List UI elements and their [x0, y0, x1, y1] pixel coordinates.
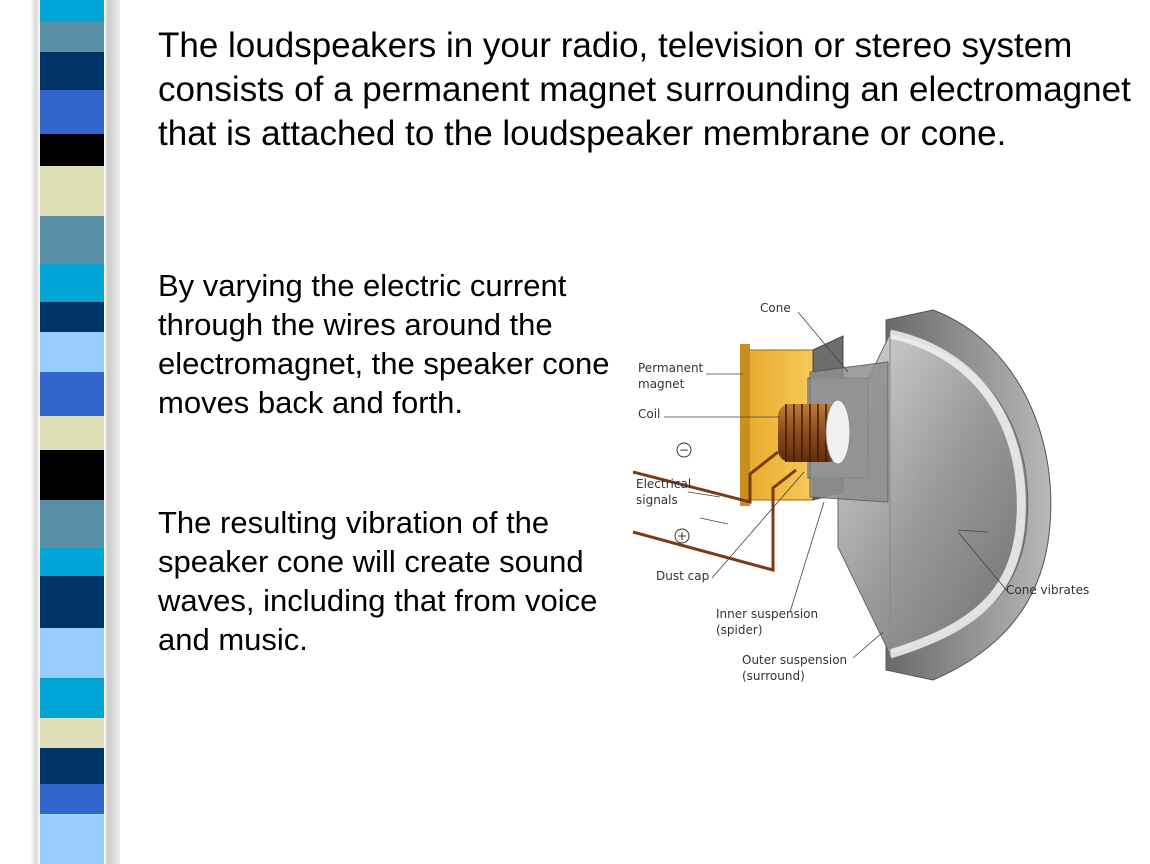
bar-segment — [40, 332, 104, 372]
bar-segment — [40, 628, 104, 678]
label-dust-cap: Dust cap — [656, 569, 709, 583]
intro-paragraph: The loudspeakers in your radio, televisi… — [158, 26, 1131, 153]
label-cone-vibrates: Cone vibrates — [1006, 583, 1089, 597]
bar-segment — [40, 450, 104, 500]
voice-coil — [778, 404, 840, 462]
label-permanent-magnet: Permanent — [638, 361, 704, 375]
bar-segment — [40, 134, 104, 166]
label-permanent-magnet-2: magnet — [638, 377, 685, 391]
label-cone: Cone — [760, 301, 791, 315]
label-inner-suspension-2: (spider) — [716, 623, 763, 637]
bar-segment — [40, 678, 104, 718]
negative-terminal-icon — [676, 442, 692, 458]
label-inner-suspension: Inner suspension — [716, 607, 818, 621]
bar-segment — [40, 548, 104, 576]
minus-label: − — [679, 443, 689, 457]
paragraph-vibration: The resulting vibration of the speaker c… — [158, 505, 598, 657]
label-electrical-signals-2: signals — [636, 493, 678, 507]
positive-terminal-icon — [674, 528, 690, 544]
loudspeaker-diagram: − + Cone Permanent magnet Coil Electrica… — [632, 301, 1089, 683]
decorative-side-bar — [40, 0, 104, 864]
paragraph-current: By varying the electric current through … — [158, 268, 610, 420]
plus-label: + — [677, 529, 687, 543]
bar-segment — [40, 302, 104, 332]
label-outer-suspension-2: (surround) — [742, 669, 805, 683]
label-coil: Coil — [638, 407, 660, 421]
bar-segment — [40, 372, 104, 416]
bar-segment — [40, 748, 104, 784]
bar-segment — [40, 216, 104, 264]
bar-segment — [40, 90, 104, 134]
label-outer-suspension: Outer suspension — [742, 653, 847, 667]
bar-segment — [40, 784, 104, 814]
bar-segment — [40, 500, 104, 548]
bar-segment — [40, 52, 104, 90]
bar-segment — [40, 22, 104, 52]
bar-segment — [40, 416, 104, 450]
bar-segment — [40, 718, 104, 748]
signal-wire — [632, 468, 797, 572]
label-electrical-signals: Electrical — [636, 477, 691, 491]
dust-cap — [825, 399, 851, 465]
bar-segment — [40, 576, 104, 628]
bar-segment — [40, 264, 104, 302]
signal-wire — [632, 450, 779, 504]
bar-segment — [40, 814, 104, 864]
bar-segment — [40, 166, 104, 216]
bar-segment — [40, 0, 104, 22]
